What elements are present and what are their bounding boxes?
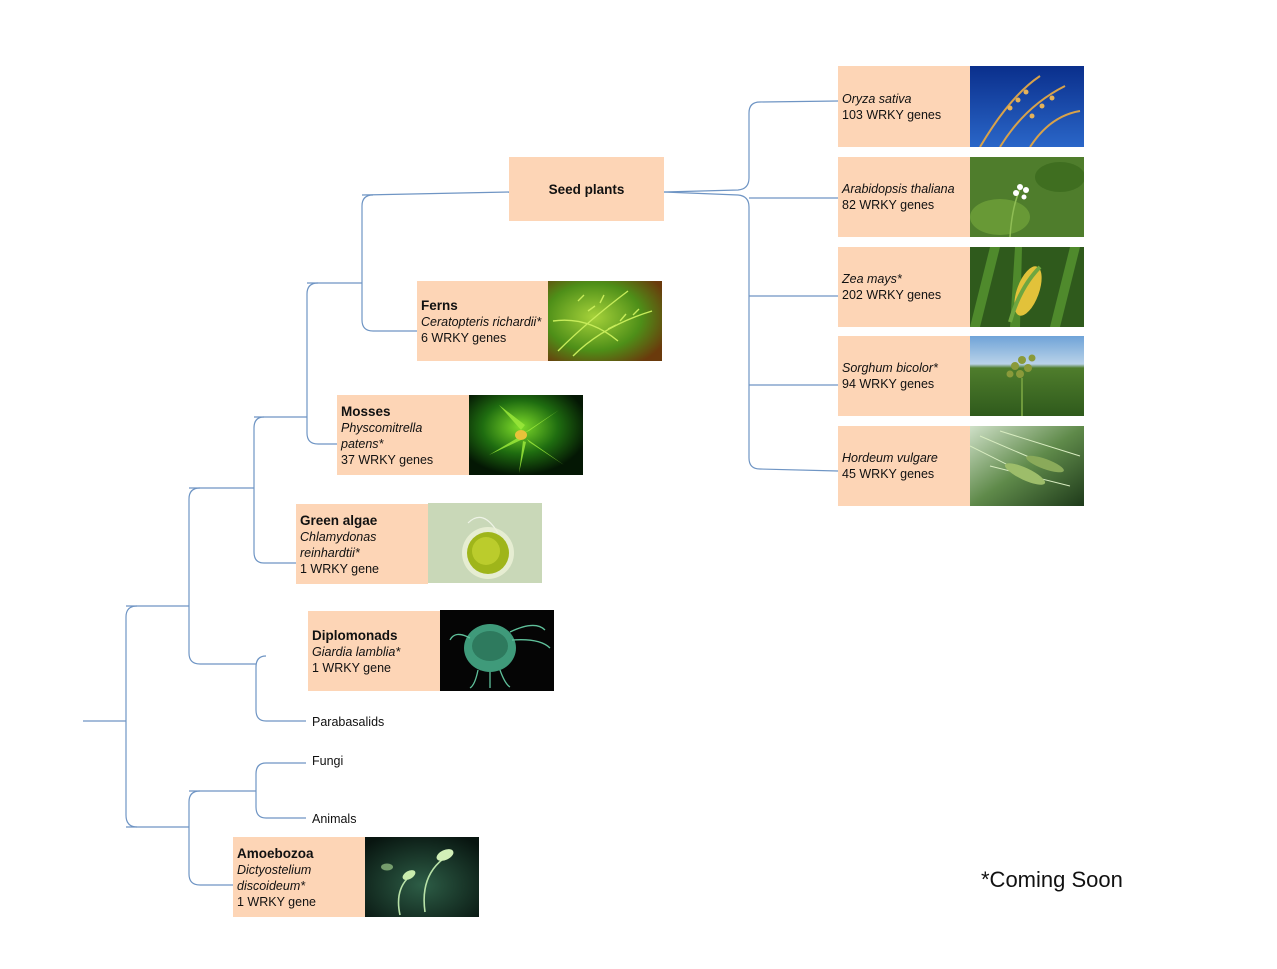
green-lineage-split	[253, 416, 297, 564]
maize-ear-photo	[970, 247, 1084, 327]
species-name: Arabidopsis thaliana	[842, 182, 955, 196]
arabidopsis-flower-photo	[970, 157, 1084, 237]
ferns-title: Ferns	[421, 297, 458, 313]
gene-count: 202 WRKY genes	[842, 288, 942, 302]
green-algae-species-line1: Chlamydonas	[300, 529, 377, 544]
diplomonads-title: Diplomonads	[312, 627, 398, 643]
moss-photo	[469, 395, 583, 475]
seed-species-node-arabidopsis: Arabidopsis thaliana 82 WRKY genes	[838, 157, 970, 237]
gene-count: 103 WRKY genes	[842, 107, 942, 122]
amoebozoa-node: Amoebozoa Dictyostelium discoideum* 1 WR…	[233, 837, 365, 917]
root-split	[125, 605, 138, 828]
parabasalids-label: Parabasalids	[312, 715, 385, 729]
seed-to-grass	[663, 100, 839, 193]
giardia-photo	[440, 610, 554, 691]
land-plant-split	[306, 282, 338, 445]
excavate-split	[255, 655, 306, 722]
green-algae-species-line2: reinhardtii*	[300, 545, 360, 560]
mosses-species: Physcomitrella patens*	[341, 420, 423, 451]
seed-plants-title: Seed plants	[548, 181, 625, 197]
fern-frond-photo	[548, 281, 662, 361]
amoebozoa-gene-count: 1 WRKY gene	[237, 894, 316, 909]
species-name: Zea mays*	[842, 272, 902, 286]
dictyostelium-photo	[365, 837, 479, 917]
green-alga-cell-photo	[428, 503, 542, 583]
species-name: Oryza sativa	[842, 91, 912, 106]
mosses-title: Mosses	[341, 403, 391, 419]
gene-count: 45 WRKY genes	[842, 467, 935, 481]
sorghum-head-photo	[970, 336, 1084, 416]
seed-species-node-hordeum: Hordeum vulgare 45 WRKY genes	[838, 426, 970, 506]
diplomonads-node: Diplomonads Giardia lamblia* 1 WRKY gene	[308, 611, 440, 691]
vascular-split	[361, 194, 418, 332]
diplomonads-species: Giardia lamblia*	[312, 644, 401, 659]
seed-plant-link	[361, 191, 510, 196]
lower-clade-split	[188, 790, 234, 886]
mosses-gene-count: 37 WRKY genes	[341, 452, 434, 467]
seed-species-node-zea: Zea mays* 202 WRKY genes	[838, 247, 970, 327]
opisthokont-split	[255, 762, 306, 819]
green-algae-node: Green algae Chlamydonas reinhardtii* 1 W…	[296, 504, 428, 584]
amoebozoa-species-line2: discoideum*	[237, 878, 306, 893]
diplomonads-gene-count: 1 WRKY gene	[312, 660, 391, 675]
green-algae-title: Green algae	[300, 512, 378, 528]
coming-soon-footnote: *Coming Soon	[981, 867, 1123, 892]
seed-species-node-oryza: Oryza sativa 103 WRKY genes	[838, 66, 970, 147]
rice-panicle-photo	[970, 66, 1084, 147]
upper-clade-split	[188, 487, 254, 665]
gene-count: 82 WRKY genes	[842, 198, 935, 212]
barley-spikes-photo	[970, 426, 1084, 506]
animals-label: Animals	[312, 812, 357, 826]
seed-species-node-sorghum: Sorghum bicolor* 94 WRKY genes	[838, 336, 970, 416]
species-name: Hordeum vulgare	[842, 451, 938, 465]
seed-plants-node: Seed plants	[509, 157, 664, 221]
ferns-species: Ceratopteris richardii*	[421, 314, 542, 329]
seed-to-dicot-grass	[663, 191, 839, 472]
fungi-label: Fungi	[312, 754, 344, 768]
amoebozoa-title: Amoebozoa	[237, 845, 314, 861]
ferns-node: Ferns Ceratopteris richardii* 6 WRKY gen…	[417, 281, 548, 361]
gene-count: 94 WRKY genes	[842, 377, 935, 391]
ferns-gene-count: 6 WRKY genes	[421, 330, 507, 345]
mosses-node: Mosses Physcomitrella patens* 37 WRKY ge…	[337, 395, 469, 475]
species-name: Sorghum bicolor*	[842, 361, 938, 375]
amoebozoa-species-line1: Dictyostelium	[237, 862, 312, 877]
green-algae-gene-count: 1 WRKY gene	[300, 561, 379, 576]
